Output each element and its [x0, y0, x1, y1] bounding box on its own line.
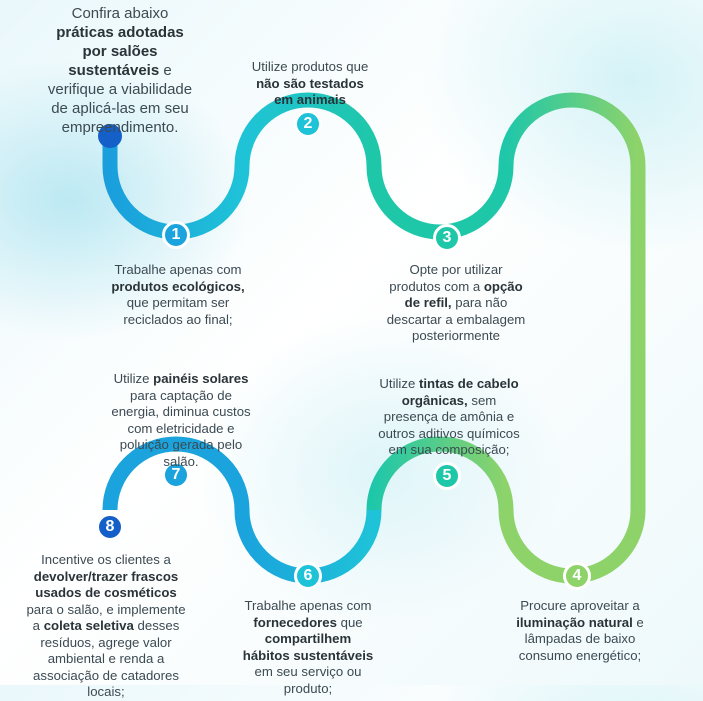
step-2-bold: não são testados em animais	[256, 75, 364, 108]
step-7-bold: painéis solares	[153, 371, 249, 386]
step-3-bold: opção de refil,	[404, 278, 523, 311]
path-segment-1	[102, 138, 250, 240]
step-3-text: Opte por utilizar produtos com a opção d…	[384, 262, 528, 345]
intro-text: Confira abaixo práticas adotadas por sal…	[45, 4, 195, 137]
step-8-bold-2: coleta seletiva	[43, 618, 134, 633]
step-6-bold: fornecedores	[253, 614, 337, 630]
path-segment-4	[498, 92, 646, 510]
step-7-badge: 7	[162, 461, 190, 489]
step-8-pre: Incentive os clientes a	[41, 552, 171, 567]
step-1-post: que permitam ser reciclados ao final;	[123, 295, 233, 327]
path-segment-8	[102, 436, 250, 511]
step-7-pre: Utilize	[113, 371, 150, 386]
path-segment-6	[366, 436, 514, 511]
step-2-badge: 2	[294, 110, 322, 138]
step-5-bold: tintas de cabelo orgânicas,	[401, 376, 519, 408]
step-8-text: Incentive os clientes a devolver/trazer …	[26, 552, 186, 701]
step-5-pre: Utilize	[379, 376, 416, 391]
step-1-text: Trabalhe apenas com produtos ecológicos,…	[108, 262, 248, 328]
step-4-text: Procure aproveitar a iluminação natural …	[510, 598, 650, 664]
step-3-post: para não descartar a embalagem posterior…	[386, 295, 526, 343]
step-3-pre: Opte por utilizar produtos com a	[389, 262, 503, 294]
step-6-pre: Trabalhe apenas com	[244, 598, 372, 613]
intro-pre: Confira abaixo	[71, 5, 169, 22]
step-5-badge: 5	[433, 462, 461, 490]
step-4-badge: 4	[563, 562, 591, 590]
step-1-badge: 1	[162, 221, 190, 249]
step-3-badge: 3	[433, 224, 461, 252]
step-6-post-2: em seu serviço ou produto;	[254, 664, 362, 696]
step-6-badge: 6	[294, 562, 322, 590]
step-4-pre: Procure aproveitar a	[520, 598, 640, 613]
step-6-post: que	[340, 614, 363, 630]
step-6-bold-2: compartilhem hábitos sustentáveis	[242, 631, 374, 663]
step-1-pre: Trabalhe apenas com	[114, 262, 242, 277]
step-8-bold: devolver/trazer frascos usados de cosmét…	[33, 568, 179, 601]
step-7-text: Utilize painéis solares para captação de…	[108, 371, 254, 470]
step-4-bold: iluminação natural	[516, 614, 633, 630]
step-1-bold: produtos ecológicos,	[111, 278, 245, 294]
path-segment-2	[234, 92, 382, 167]
step-8-badge: 8	[96, 513, 124, 541]
intro-bold: práticas adotadas por salões sustentávei…	[56, 24, 184, 79]
start-dot	[98, 124, 122, 148]
step-7-post: para captação de energia, diminua custos…	[111, 387, 251, 469]
step-2-pre: Utilize produtos que	[251, 59, 369, 74]
step-4-post: e lâmpadas de baixo consumo energético;	[518, 614, 644, 663]
step-5-post: sem presença de amônia e outros aditivos…	[378, 392, 520, 458]
step-5-text: Utilize tintas de cabelo orgânicas, sem …	[374, 376, 524, 459]
step-2-text: Utilize produtos que não são testados em…	[248, 59, 372, 109]
path-segment-3	[366, 165, 514, 240]
step-8-post: para o salão, e implemente a	[26, 601, 186, 634]
step-6-text: Trabalhe apenas com fornecedores que com…	[240, 598, 376, 697]
intro-post: e verifique a viabilidade de aplicá-las …	[47, 62, 193, 136]
